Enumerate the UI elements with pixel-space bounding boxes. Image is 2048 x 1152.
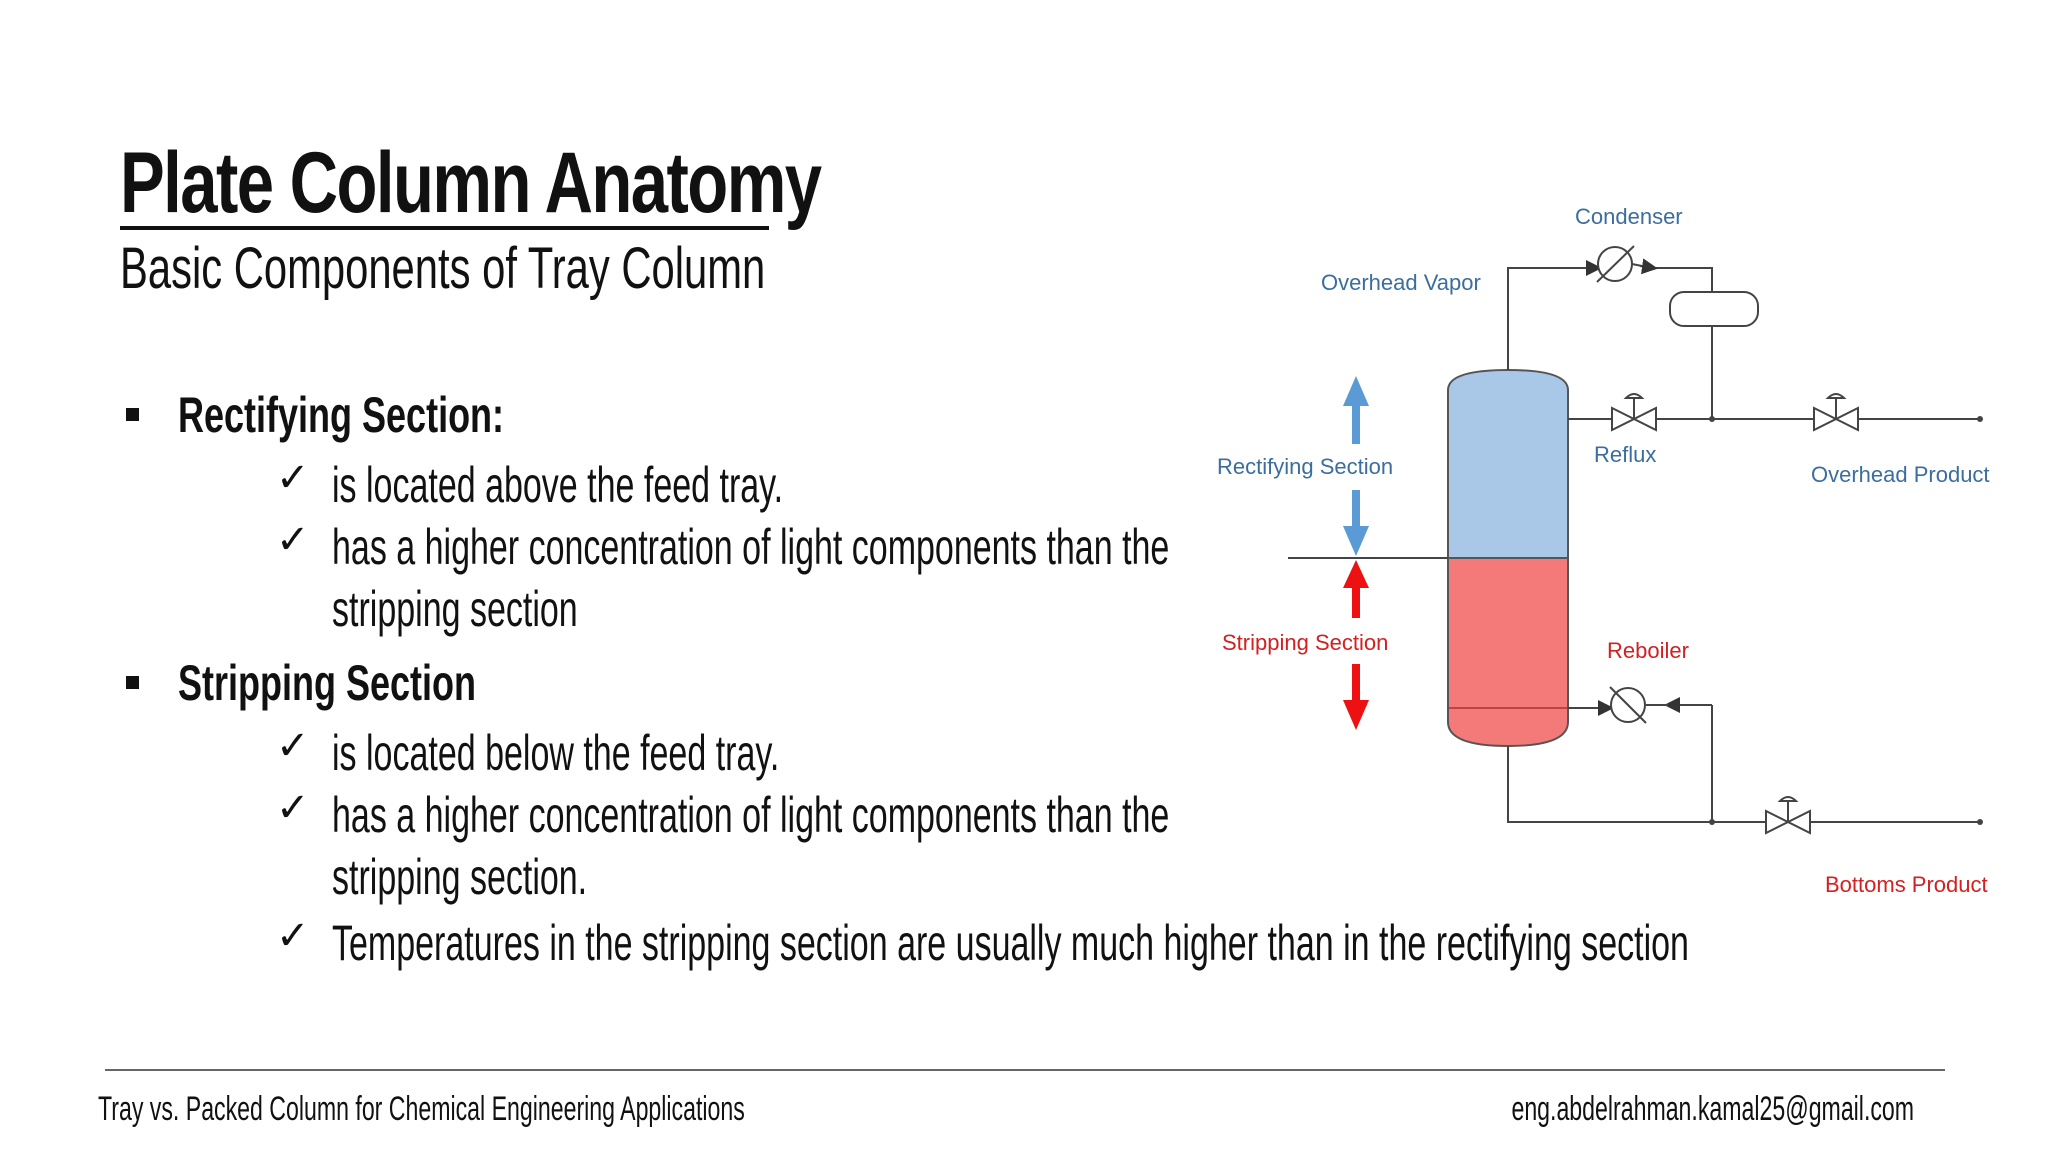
footer-course-title: Tray vs. Packed Column for Chemical Engi…: [98, 1090, 745, 1128]
column-diagram: Condenser Overhead Vapor Rectifying Sect…: [1217, 204, 1990, 897]
title-underline: [120, 226, 769, 230]
overhead-vapor-line: [1507, 267, 1588, 370]
footer-divider: [105, 1069, 1945, 1071]
slide-title: Plate Column Anatomy: [120, 135, 822, 231]
reflux-drum: [1669, 291, 1759, 327]
check-icon: ✓: [276, 517, 310, 563]
product-valve-icon: [1813, 393, 1859, 432]
overhead-product-label: Overhead Product: [1811, 462, 1990, 487]
slide-subtitle: Basic Components of Tray Column: [120, 236, 766, 301]
footer-email: eng.abdelrahman.kamal25@gmail.com: [1511, 1090, 1914, 1128]
list-item: is located below the feed tray.: [332, 725, 780, 781]
rectifying-up-arrow: [1343, 376, 1369, 444]
bottoms-valve-icon: [1765, 796, 1811, 835]
stripping-down-arrow: [1343, 664, 1369, 730]
section-heading-stripping: Stripping Section: [178, 655, 477, 711]
section-bullet: [126, 408, 139, 421]
rectifying-down-arrow: [1343, 490, 1369, 556]
section-bullet: [126, 676, 139, 689]
list-item-continuation: stripping section: [332, 581, 578, 637]
stripping-zone: [1447, 557, 1569, 748]
condenser-icon: [1596, 245, 1635, 283]
check-icon: ✓: [276, 723, 310, 769]
stripping-section-label: Stripping Section: [1222, 630, 1388, 655]
check-icon: ✓: [276, 913, 310, 959]
check-icon: ✓: [276, 455, 310, 501]
overhead-vapor-label: Overhead Vapor: [1321, 270, 1481, 295]
list-item: has a higher concentration of light comp…: [332, 519, 1170, 575]
list-item-continuation: stripping section.: [332, 849, 588, 905]
distillation-column: [1447, 368, 1569, 748]
reflux-valve-icon: [1611, 393, 1657, 432]
bottoms-line: [1507, 746, 1980, 823]
check-icon: ✓: [276, 785, 310, 831]
section-heading-rectifying: Rectifying Section:: [178, 387, 505, 443]
bottoms-product-label: Bottoms Product: [1825, 872, 1988, 897]
list-item: Temperatures in the stripping section ar…: [332, 915, 1689, 971]
reflux-label: Reflux: [1594, 442, 1656, 467]
list-item: is located above the feed tray.: [332, 457, 784, 513]
stripping-up-arrow: [1343, 560, 1369, 618]
reboiler-label: Reboiler: [1607, 638, 1689, 663]
list-item: has a higher concentration of light comp…: [332, 787, 1170, 843]
rectifying-section-label: Rectifying Section: [1217, 454, 1393, 479]
rectifying-zone: [1447, 368, 1569, 559]
condenser-label: Condenser: [1575, 204, 1683, 229]
reboiler-icon: [1609, 686, 1647, 724]
